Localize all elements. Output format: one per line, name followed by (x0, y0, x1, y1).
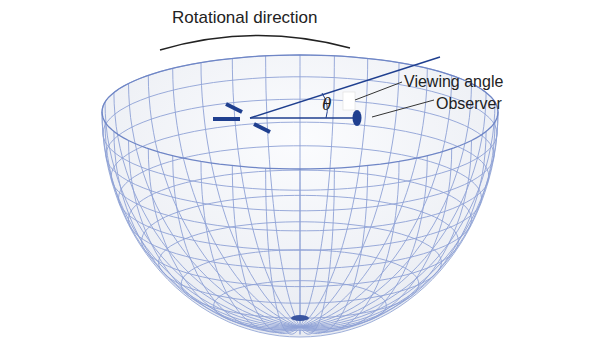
wireframe-line (300, 166, 368, 334)
wireframe-line (232, 166, 300, 334)
wireframe-line (266, 56, 300, 327)
leader-line (355, 82, 402, 100)
wireframe-line (173, 68, 300, 327)
center-dash (254, 124, 270, 132)
wireframe-line (114, 93, 300, 328)
wireframe-line (102, 55, 498, 169)
wireframe-line (300, 156, 427, 332)
wireframe-line (300, 84, 472, 328)
observer-dot (353, 110, 362, 126)
wireframe-line (102, 112, 300, 327)
wireframe-line (105, 122, 300, 327)
center-dash (213, 117, 240, 121)
wireframe-line (201, 63, 300, 327)
wireframe-line (266, 168, 300, 334)
rotation-arc (160, 35, 350, 50)
wireframe-line (173, 156, 300, 332)
wireframe-line (300, 168, 334, 334)
wireframe-line (300, 149, 452, 331)
wireframe-line (300, 112, 498, 327)
wireframe-line (300, 161, 399, 332)
wireframe-line (300, 75, 452, 327)
wireframe-line (300, 122, 495, 327)
angle-marker (343, 92, 355, 110)
wireframe-line (300, 63, 399, 327)
wireframe-line (148, 75, 300, 327)
center-dash (226, 104, 242, 112)
title-label: Rotational direction (172, 9, 318, 26)
bottom-mark (291, 315, 309, 321)
callout-label: Observer (436, 96, 502, 112)
callout-label: Viewing angle (404, 74, 503, 90)
wireframe-line (300, 55, 301, 327)
angle-symbol: θ (322, 94, 331, 113)
wireframe-line (105, 102, 300, 327)
leader-line (372, 100, 434, 117)
wireframe-line (148, 149, 300, 331)
wireframe-line (300, 102, 495, 327)
wireframe-line (300, 93, 486, 328)
sight-line (250, 117, 354, 119)
